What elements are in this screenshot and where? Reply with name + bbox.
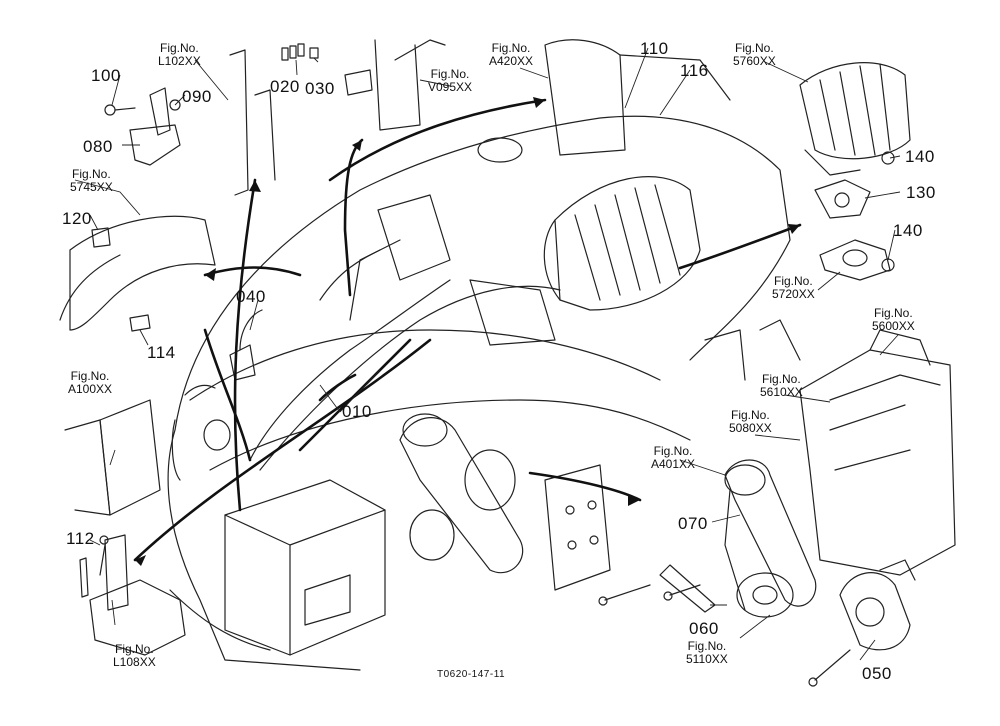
- part-label-114: 114: [147, 343, 176, 362]
- part-label-100: 100: [91, 66, 121, 85]
- part-label-030: 030: [305, 79, 335, 98]
- part-label-110: 110: [640, 39, 669, 58]
- figref-A100XX: Fig.No.A100XX: [68, 369, 113, 396]
- figref-V095XX: Fig.No.V095XX: [428, 67, 473, 94]
- figref-A420XX: Fig.No.A420XX: [489, 41, 534, 68]
- figref-A401XX: Fig.No.A401XX: [651, 444, 696, 471]
- part-label-116: 116: [680, 61, 709, 80]
- part-label-080: 080: [83, 137, 113, 156]
- figref-5600XX: Fig.No.5600XX: [872, 306, 915, 333]
- part-label-120: 120: [62, 209, 92, 228]
- figref-5745XX: Fig.No.5745XX: [70, 167, 113, 194]
- part-label-040: 040: [236, 287, 266, 306]
- part-label-130: 130: [906, 183, 936, 202]
- part-label-020: 020: [270, 77, 300, 96]
- figref-5760XX: Fig.No.5760XX: [733, 41, 776, 68]
- part-label-090: 090: [182, 87, 212, 106]
- figref-5720XX: Fig.No.5720XX: [772, 274, 815, 301]
- figref-5610XX: Fig.No.5610XX: [760, 372, 803, 399]
- figref-L108XX: Fig.No.L108XX: [113, 642, 156, 669]
- part-label-050: 050: [862, 664, 892, 683]
- figref-L102XX: Fig.No.L102XX: [158, 41, 201, 68]
- drawing-code: T0620-147-11: [437, 669, 506, 680]
- part-label-140-top: 140: [905, 147, 935, 166]
- figref-5080XX: Fig.No.5080XX: [729, 408, 772, 435]
- figref-5110XX: Fig.No.5110XX: [686, 639, 728, 666]
- part-label-060: 060: [689, 619, 719, 638]
- part-label-112: 112: [66, 529, 95, 548]
- part-label-070: 070: [678, 514, 708, 533]
- part-label-140-bottom: 140: [893, 221, 923, 240]
- part-label-010: 010: [342, 402, 372, 421]
